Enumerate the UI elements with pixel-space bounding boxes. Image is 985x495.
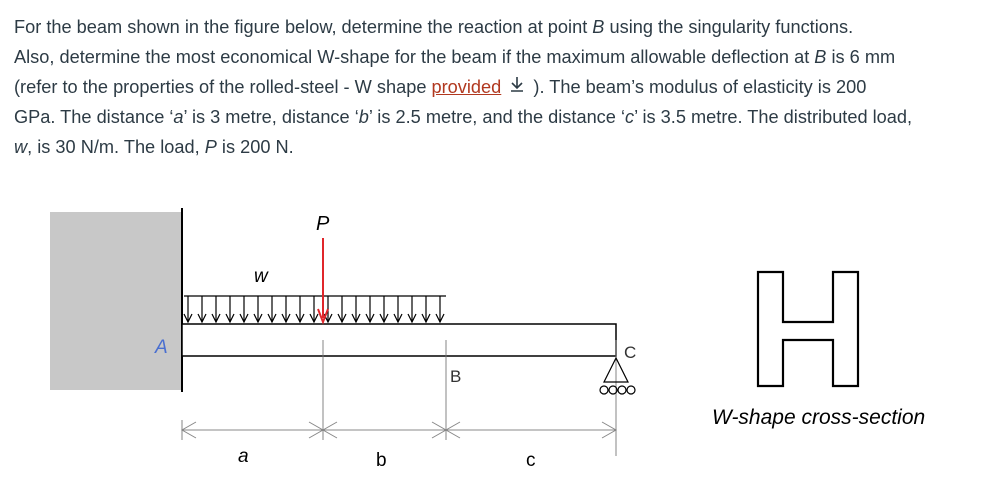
- distributed-load-arrowhead: [435, 313, 445, 324]
- roller-support-C: [599, 356, 636, 395]
- label-B: B: [450, 367, 461, 386]
- label-C: C: [624, 343, 636, 362]
- distributed-load-arrowhead: [379, 313, 389, 324]
- distributed-load-arrowhead: [253, 313, 263, 324]
- distributed-load-arrowhead: [239, 313, 249, 324]
- label-P: P: [316, 213, 330, 235]
- download-arrow-icon[interactable]: [506, 72, 528, 102]
- fixed-wall: [50, 212, 182, 390]
- distributed-load-arrowhead: [393, 313, 403, 324]
- distributed-load-arrowhead: [337, 313, 347, 324]
- distributed-load-arrowhead: [295, 313, 305, 324]
- distributed-load: [183, 295, 446, 324]
- distributed-load-arrowhead: [365, 313, 375, 324]
- distributed-load-arrowhead: [183, 313, 193, 324]
- cross-section-caption: W-shape cross-section: [712, 406, 925, 429]
- distributed-load-arrowhead: [267, 313, 277, 324]
- label-A: A: [154, 337, 168, 358]
- question-text: For the beam shown in the figure below, …: [14, 17, 913, 157]
- distributed-load-arrowhead: [351, 313, 361, 324]
- distributed-load-arrowhead: [407, 313, 417, 324]
- label-w: w: [254, 266, 269, 287]
- beam: [181, 323, 617, 357]
- distributed-load-arrowhead: [281, 313, 291, 324]
- label-c: c: [526, 450, 536, 471]
- distributed-load-arrowhead: [225, 313, 235, 324]
- point-load-P: [317, 238, 329, 325]
- provided-link[interactable]: provided: [431, 77, 502, 97]
- label-a: a: [238, 446, 249, 467]
- distributed-load-arrowhead: [421, 313, 431, 324]
- distributed-load-arrowhead: [211, 313, 221, 324]
- w-shape-cross-section-icon: [756, 270, 860, 388]
- distributed-load-arrowhead: [197, 313, 207, 324]
- distributed-load-arrowhead: [309, 313, 319, 324]
- label-b: b: [376, 450, 387, 471]
